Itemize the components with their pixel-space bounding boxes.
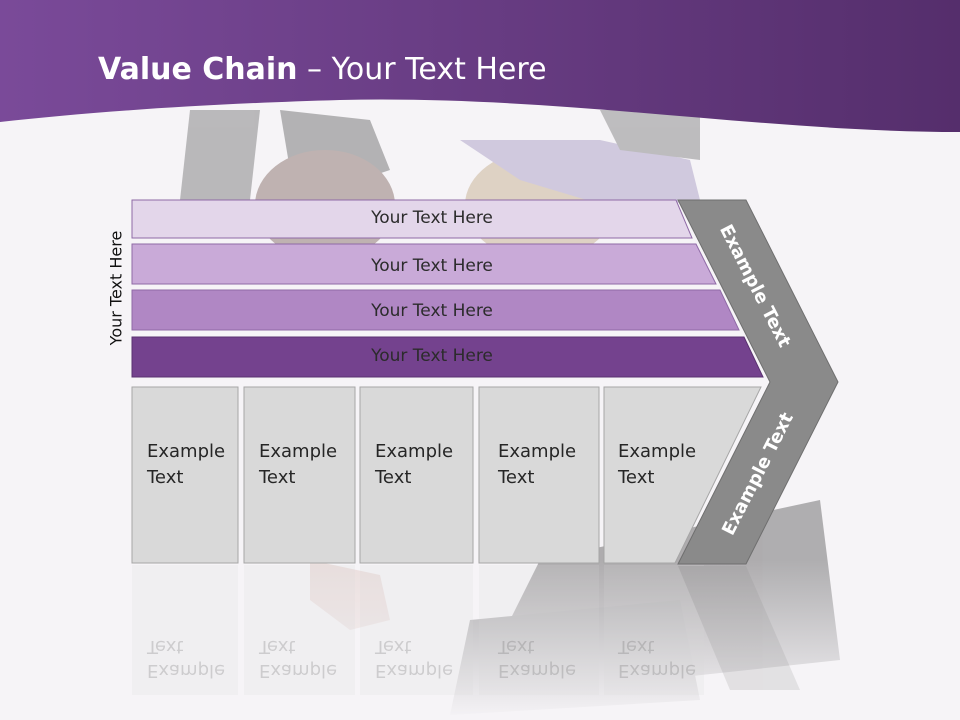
box-label-5: Example Text <box>618 441 697 488</box>
box-label-2: Example Text <box>259 441 338 488</box>
row-label-4: Your Text Here <box>371 346 493 366</box>
box-label-1: Example Text <box>147 441 226 488</box>
box-3 <box>359 386 474 564</box>
row-bar-1 <box>131 199 693 239</box>
title-rest: – Your Text Here <box>297 52 547 87</box>
box-label-3: Example Text <box>375 441 454 488</box>
chevron-arrow <box>677 199 839 565</box>
box-reflection-5: Example Text <box>618 636 697 681</box>
title-bold: Value Chain <box>98 52 298 87</box>
reflection <box>132 565 800 695</box>
box-reflection-3: Example Text <box>375 636 454 681</box>
row-bar-2 <box>131 243 717 285</box>
row-label-3: Your Text Here <box>371 301 493 321</box>
box-2 <box>243 386 356 564</box>
box-reflection-4: Example Text <box>498 636 577 681</box>
row-bar-4 <box>131 336 764 378</box>
box-reflection-2: Example Text <box>259 636 338 681</box>
row-label-2: Your Text Here <box>371 256 493 276</box>
slide-title: Value Chain – Your Text Here <box>98 52 547 87</box>
box-reflection-1: Example Text <box>147 636 226 681</box>
side-axis-label: Your Text Here <box>106 230 126 346</box>
box-5 <box>603 386 762 564</box>
box-label-4: Example Text <box>498 441 577 488</box>
title-banner <box>0 0 960 132</box>
box-1 <box>131 386 239 564</box>
row-label-1: Your Text Here <box>371 208 493 228</box>
box-4 <box>478 386 600 564</box>
row-bar-3 <box>131 289 740 331</box>
